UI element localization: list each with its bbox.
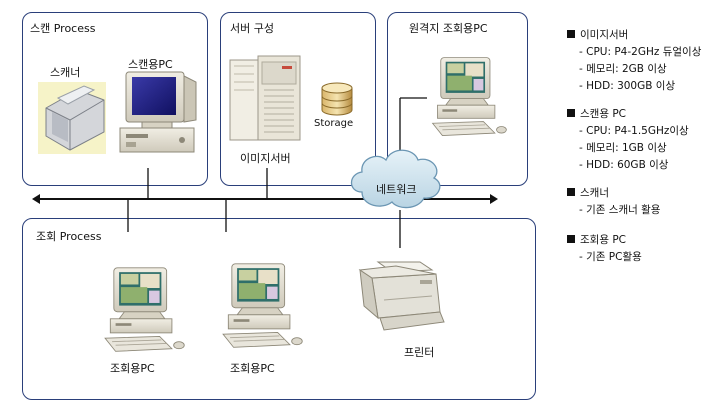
scanner-label: 스캐너 bbox=[50, 66, 81, 79]
spec-group-query-pc: 조회용 PC - 기존 PC활용 bbox=[567, 232, 642, 266]
scanner-icon bbox=[38, 82, 106, 154]
remote-pc-title: 원격지 조회용PC bbox=[409, 22, 488, 35]
printer-icon bbox=[358, 261, 445, 331]
spec-item: - HDD: 300GB 이상 bbox=[579, 80, 676, 92]
spec-item: - 기존 스캐너 활용 bbox=[579, 204, 661, 216]
square-bullet-icon bbox=[567, 188, 575, 196]
storage-icon bbox=[321, 82, 353, 116]
query-pc-2-icon bbox=[222, 263, 303, 348]
storage-label: Storage bbox=[314, 118, 354, 129]
spec-group-image-server: 이미지서버 - CPU: P4-2GHz 듀얼이상 - 메모리: 2GB 이상 … bbox=[567, 27, 701, 95]
spec-group-scan-pc: 스캔용 PC - CPU: P4-1.5GHz이상 - 메모리: 1GB 이상 … bbox=[567, 106, 689, 174]
spec-item: - HDD: 60GB 이상 bbox=[579, 159, 669, 171]
spec-item: - CPU: P4-2GHz 듀얼이상 bbox=[579, 46, 702, 58]
scan-pc-icon bbox=[119, 71, 197, 153]
square-bullet-icon bbox=[567, 30, 575, 38]
spec-title: 스캐너 bbox=[580, 187, 609, 199]
query-pc-1-icon bbox=[104, 267, 185, 352]
spec-item: - 메모리: 2GB 이상 bbox=[579, 63, 667, 75]
server-title: 서버 구성 bbox=[230, 22, 274, 35]
remote-pc-icon bbox=[432, 57, 507, 136]
spec-title: 스캔용 PC bbox=[580, 108, 626, 120]
spec-title: 이미지서버 bbox=[580, 29, 629, 41]
query-pc-2-label: 조회용PC bbox=[230, 362, 275, 375]
printer-label: 프린터 bbox=[404, 346, 435, 359]
image-server-icon bbox=[229, 55, 301, 141]
network-cloud-icon bbox=[350, 149, 441, 209]
scan-pc-label: 스캔용PC bbox=[128, 58, 173, 71]
spec-item: - 메모리: 1GB 이상 bbox=[579, 142, 667, 154]
scan-process-title: 스캔 Process bbox=[30, 22, 96, 35]
spec-group-scanner: 스캐너 - 기존 스캐너 활용 bbox=[567, 185, 660, 219]
square-bullet-icon bbox=[567, 235, 575, 243]
network-label: 네트워크 bbox=[376, 183, 417, 196]
image-server-label: 이미지서버 bbox=[240, 152, 291, 165]
query-process-title: 조회 Process bbox=[36, 230, 102, 243]
query-pc-1-label: 조회용PC bbox=[110, 362, 155, 375]
spec-title: 조회용 PC bbox=[580, 234, 626, 246]
square-bullet-icon bbox=[567, 109, 575, 117]
spec-item: - 기존 PC활용 bbox=[579, 251, 642, 263]
spec-item: - CPU: P4-1.5GHz이상 bbox=[579, 125, 689, 137]
